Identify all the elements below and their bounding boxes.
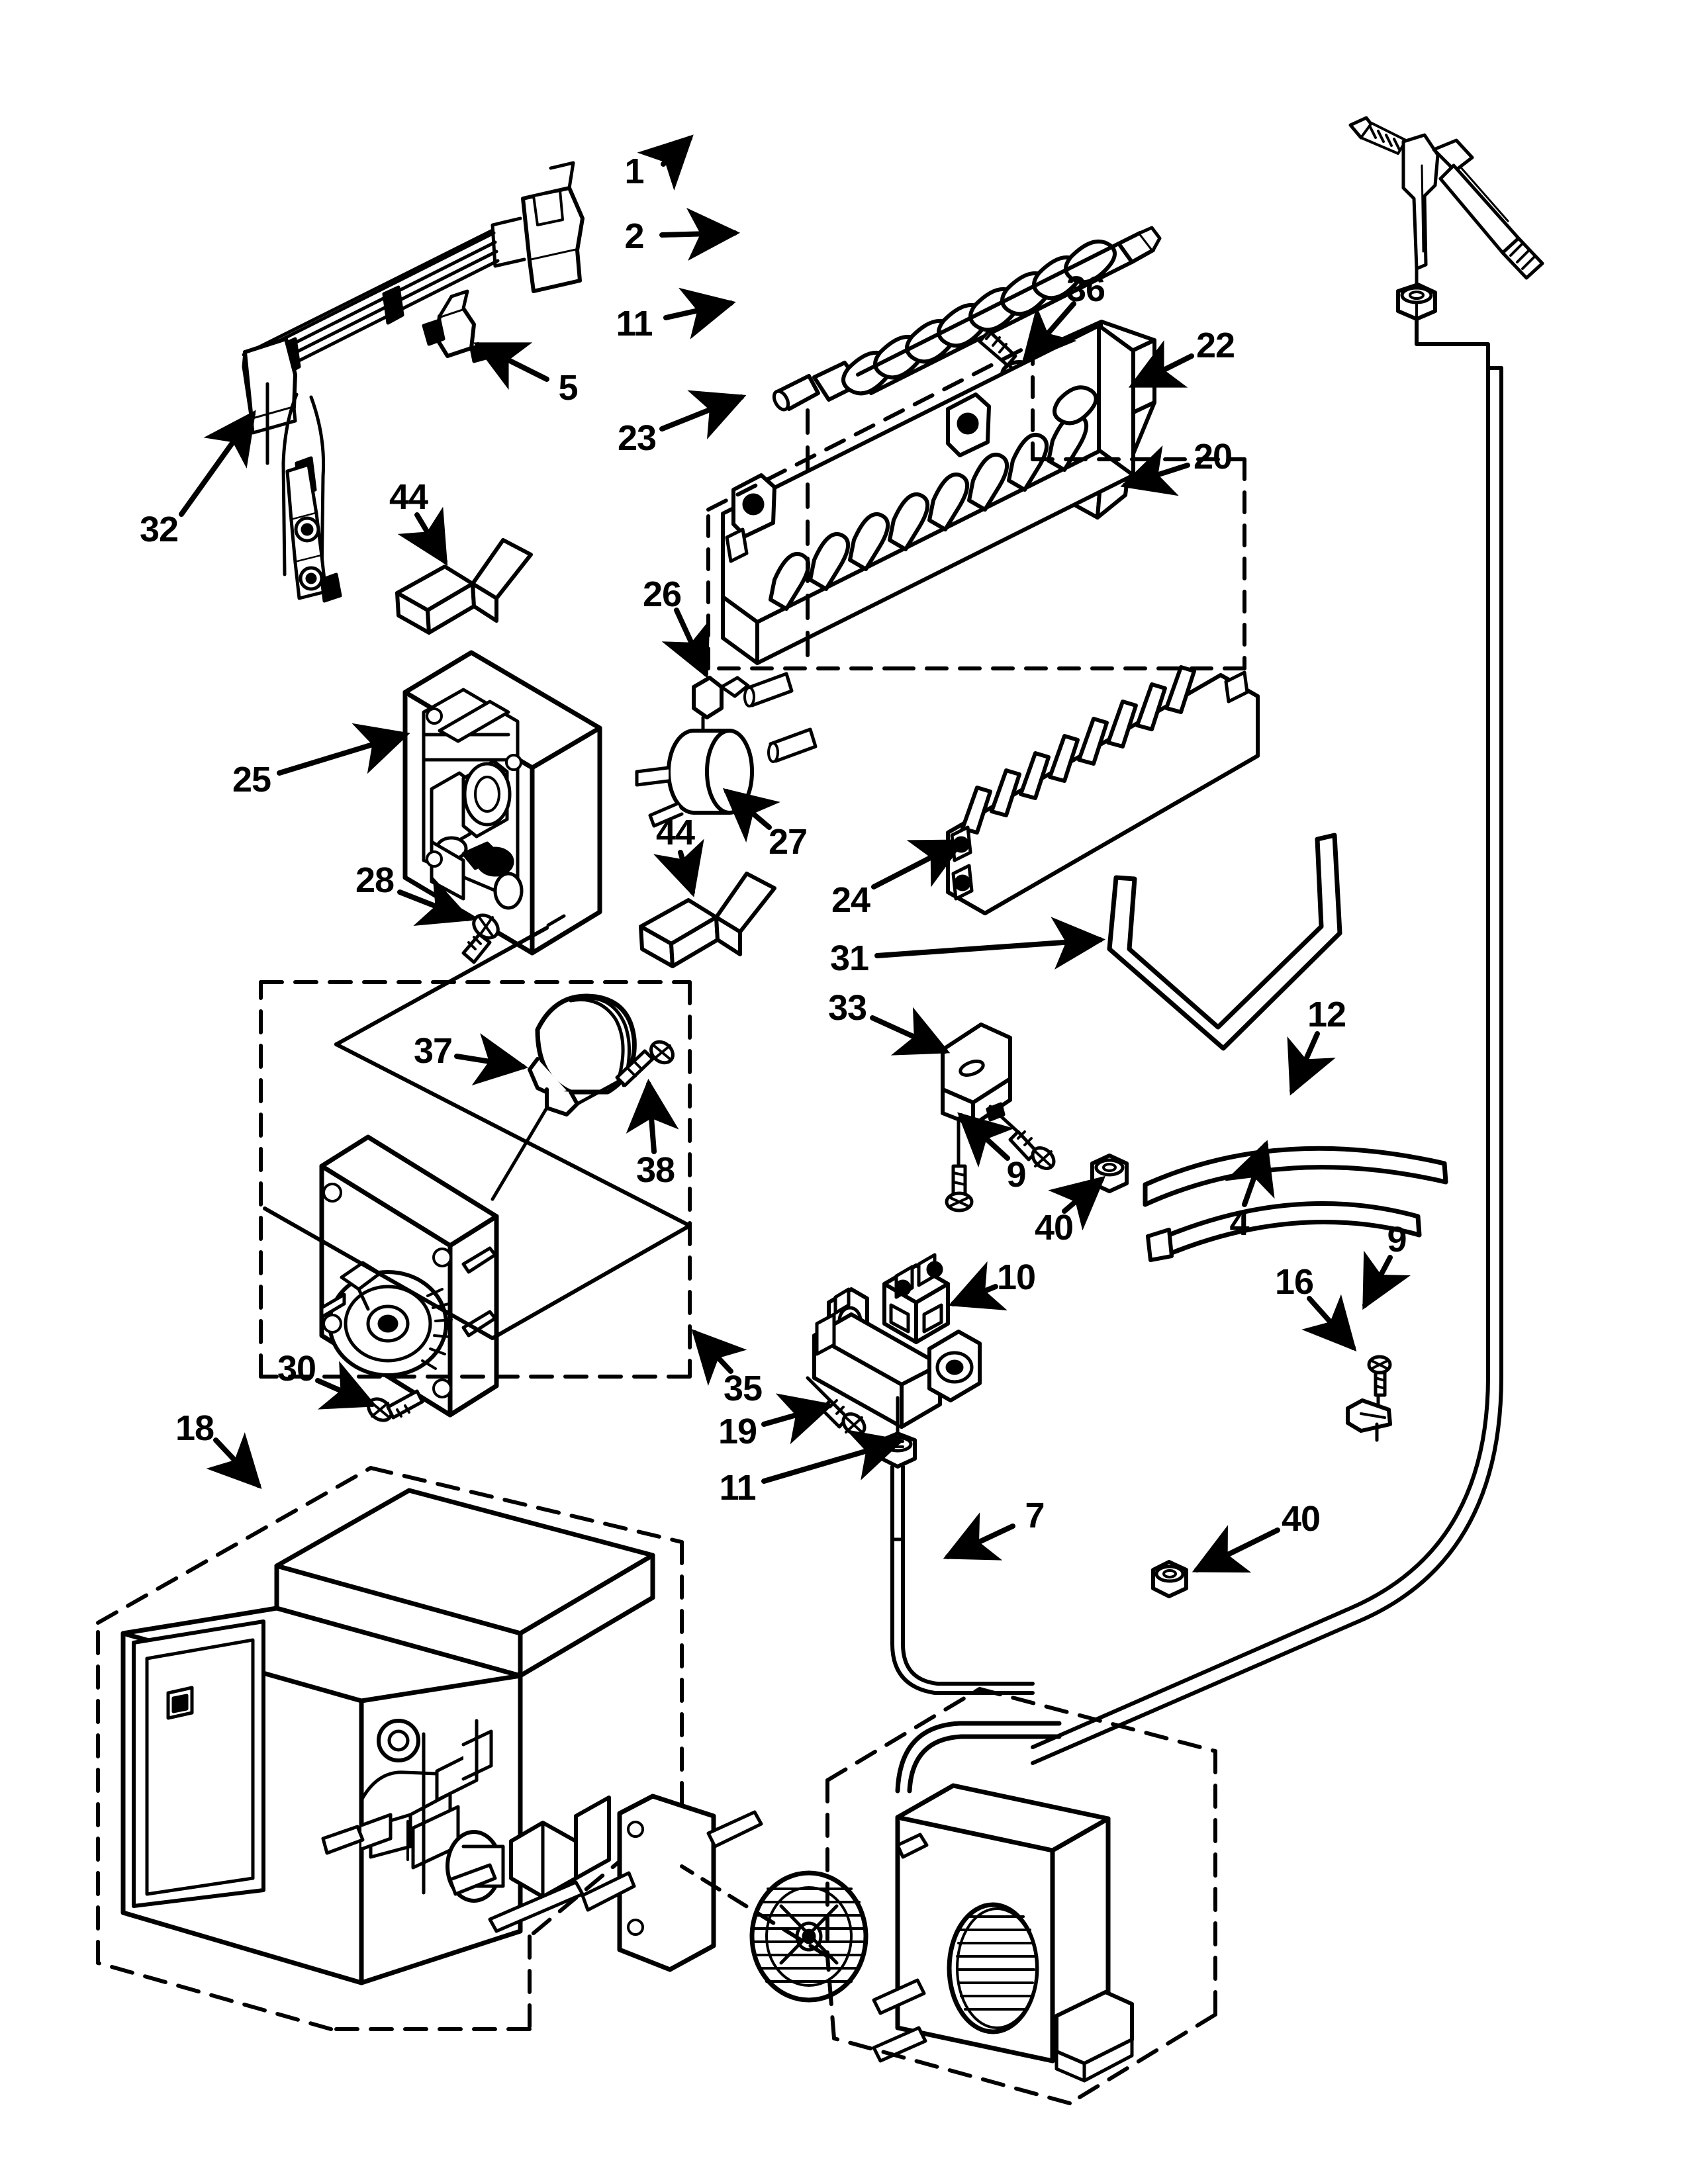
leader-line-drive-motor <box>454 1033 528 1086</box>
leader-line-water-inlet-valve <box>948 1261 1008 1310</box>
callout-label-module-dashed-boundary: 35 <box>723 1369 763 1408</box>
callout-label-screw-module: 28 <box>355 860 395 900</box>
callout-label-water-fill-tube-stud: 2 <box>624 216 644 256</box>
callout-label-ice-mold: 20 <box>1193 437 1233 477</box>
shutoff-arm-part <box>1107 833 1342 1051</box>
screw-module-part <box>461 913 500 964</box>
callout-label-water-inlet-valve: 10 <box>996 1257 1036 1297</box>
leader-line-ice-mold <box>1120 445 1190 496</box>
leader-line-hex-nut-tube <box>1048 1175 1106 1231</box>
ice-ejector-arm-part <box>772 226 1162 412</box>
ice-ejector-tab-lower-part <box>639 872 776 968</box>
callout-label-hex-nut-tube: 40 <box>1034 1208 1074 1248</box>
leader-line-ice-maker-module <box>277 723 410 776</box>
wiring-harness-part <box>242 161 585 603</box>
callout-label-shutoff-arm: 31 <box>829 938 869 978</box>
ice-mold-part <box>721 324 1135 665</box>
callout-label-wiring-harness: 32 <box>139 510 179 549</box>
leader-line-module-dashed-boundary <box>691 1329 747 1386</box>
leader-line-water-tube-lower <box>1225 1140 1275 1207</box>
leader-line-screw-motor <box>626 1079 679 1154</box>
callout-label-ice-stripper: 24 <box>831 880 870 920</box>
callout-label-hex-nut-lower: 40 <box>1281 1499 1321 1539</box>
leader-line-wiring-harness <box>179 410 256 517</box>
callout-label-screw-upper: 1 <box>624 152 644 191</box>
callout-label-shutoff-arm-bracket: 33 <box>827 988 867 1028</box>
leader-line-screw-valve <box>761 1393 834 1445</box>
leader-line-shutoff-arm-bracket <box>870 1007 951 1056</box>
callout-label-drive-motor: 37 <box>413 1031 453 1071</box>
leader-line-screw-ejector <box>1021 301 1077 364</box>
callout-label-tube-clamp: 16 <box>1274 1262 1314 1302</box>
motor-gear-housing-part <box>319 1134 499 1418</box>
screws-bracket-part <box>945 1105 1056 1212</box>
callout-label-ejector-arm: 23 <box>617 418 657 458</box>
callout-label-water-tube-upper: 12 <box>1307 995 1346 1034</box>
leader-line-water-fill-tube <box>943 1512 1015 1561</box>
ice-stripper-part <box>946 665 1260 915</box>
water-fill-tube-assembly <box>1031 116 1544 1765</box>
leader-line-tube-clamp <box>1301 1294 1357 1351</box>
leader-line-drive-motor-gear <box>722 788 780 843</box>
callout-label-drive-motor-gear: 27 <box>768 822 808 862</box>
callout-label-water-tube-lower: 4 <box>1229 1203 1249 1243</box>
leader-line-hex-nut-top <box>663 287 736 340</box>
callout-label-ice-maker-module: 25 <box>232 760 271 799</box>
motor-box-cross-lines <box>263 926 692 1340</box>
leader-line-ice-ejector-tab-lower <box>653 839 704 897</box>
blower-dashed-boundary <box>680 1687 1217 2105</box>
leader-line-bearing-clip <box>661 608 710 679</box>
leader-line-wire-clip <box>473 342 549 390</box>
callout-label-hex-nut-valve: 11 <box>719 1468 756 1508</box>
leader-line-ice-ejector-tab-upper <box>397 506 448 566</box>
callout-label-screw-ejector: 36 <box>1066 269 1105 309</box>
callout-label-ice-ejector-tab-upper: 44 <box>389 477 428 517</box>
blower-motor-assembly <box>488 1794 868 2003</box>
callout-label-bearing-clip: 26 <box>642 574 682 614</box>
water-inlet-valve-part <box>812 1253 982 1439</box>
hex-nut-lower-part <box>1151 1560 1188 1598</box>
callout-leader-lines <box>179 134 1411 1573</box>
callout-label-screws-bracket: 9 <box>1006 1155 1026 1195</box>
screw-motor-part <box>615 1040 675 1087</box>
drive-motor-part <box>491 993 637 1201</box>
water-tube-upper-part <box>1143 1146 1448 1207</box>
callout-label-ice-ejector-tab-lower: 44 <box>655 813 695 852</box>
leader-line-hex-nut-valve <box>761 1429 904 1484</box>
callout-label-ice-container: 18 <box>175 1408 214 1448</box>
leader-line-ice-container <box>206 1432 262 1489</box>
callout-label-hex-nut-top: 11 <box>616 304 653 343</box>
leader-line-water-fill-tube-stud <box>659 207 740 261</box>
leader-line-screw-tube-clamp <box>1362 1250 1411 1310</box>
callout-label-water-fill-tube: 7 <box>1025 1496 1045 1535</box>
ice-ejector-tab-upper-part <box>395 538 533 635</box>
callout-label-screw-tube-clamp: 9 <box>1387 1220 1407 1259</box>
leader-line-hex-nut-lower <box>1192 1525 1280 1573</box>
tube-clamp-part <box>1346 1355 1392 1442</box>
mold-shaft-pins <box>743 672 818 763</box>
leader-line-ice-stripper <box>871 839 966 889</box>
leader-line-screws-bracket <box>957 1112 1015 1168</box>
callout-label-screw-motor: 38 <box>635 1150 675 1190</box>
callout-label-wire-clip: 5 <box>558 368 578 408</box>
leader-line-ejector-arm <box>659 390 747 439</box>
leader-line-screw-module <box>397 876 473 926</box>
leader-line-screw-upper <box>637 134 694 191</box>
leader-line-screw-bin <box>315 1361 377 1410</box>
callout-label-water-fill-cup: 22 <box>1196 326 1235 365</box>
ice-container-part <box>120 1488 655 1985</box>
water-tube-lower-part <box>1146 1201 1422 1262</box>
callout-label-screw-valve: 19 <box>718 1412 757 1451</box>
leader-line-water-tube-upper <box>1287 1031 1336 1096</box>
blower-housing-part <box>872 1721 1134 2083</box>
callout-label-screw-bin: 30 <box>277 1349 316 1388</box>
leader-line-water-fill-cup <box>1128 340 1194 388</box>
leader-line-shutoff-arm <box>874 917 1105 970</box>
